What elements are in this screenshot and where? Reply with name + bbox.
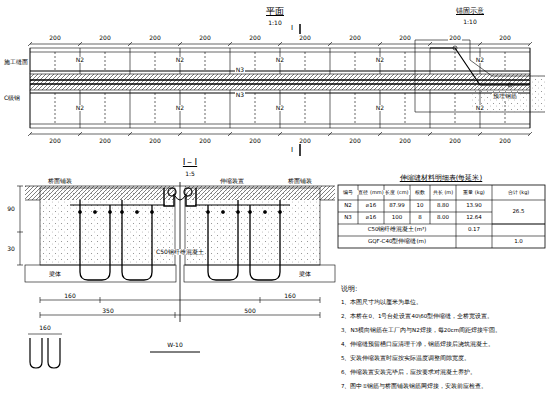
table-cell: 长度 (cm): [384, 190, 409, 195]
table-cell: 8.80: [436, 203, 450, 209]
table-cell: 26.5: [511, 209, 525, 215]
drawing-label: 200: [398, 138, 411, 144]
drawing-label: 2、本桥在0、1号台处设置40\60型伸缩缝，全桥宽设置。: [340, 314, 494, 320]
drawing-label: 200: [98, 35, 111, 41]
drawing-label: 梁体: [298, 271, 312, 277]
drawing-label: 160: [63, 293, 76, 299]
drawing-label: I: [290, 147, 294, 154]
drawing-label: 30: [6, 246, 16, 252]
drawing-label: 桥面铺装: [287, 178, 313, 184]
drawing-label: C级钢: [3, 95, 21, 101]
drawing-label: 梁体: [48, 271, 62, 277]
drawing-label: 200: [248, 138, 261, 144]
table-cell: GQF-C40型伸缩缝(m): [367, 239, 427, 245]
table-cell: 1.0: [513, 239, 524, 245]
table-cell: 直径 (mm): [357, 190, 384, 195]
section-view: [17, 182, 335, 322]
drawing-label: 200: [448, 35, 461, 41]
drawing-label: 桥面铺装: [47, 178, 73, 184]
drawing-label: 1:5: [184, 171, 196, 177]
drawing-label: N3: [235, 92, 245, 98]
rebar-detail: [28, 334, 200, 368]
drawing-label: 200: [198, 138, 211, 144]
table-cell: ⌀16: [365, 215, 377, 221]
table-cell: 100: [391, 215, 404, 221]
note-text: 6、伸缩装置安装完毕后，应按要求对混凝土养护。: [340, 370, 478, 376]
drawing-label: N2: [175, 57, 185, 63]
drawing-label: N2: [375, 57, 385, 63]
drawing-label: 200: [448, 138, 461, 144]
drawing-label: 200: [148, 35, 161, 41]
anchor-sketch: [415, 40, 545, 112]
drawing-label: 200: [348, 138, 361, 144]
note-text: 5、安装伸缩装置时应按实际温度调整间隙宽度。: [340, 356, 472, 362]
drawing-label: N2: [175, 105, 185, 111]
table-cell: 共长 (m): [432, 190, 454, 195]
table-cell: W-10: [166, 342, 184, 348]
table-cell: 8: [417, 215, 423, 221]
drawing-label: 平面: [265, 7, 285, 16]
drawing-label: N2: [475, 105, 485, 111]
drawing-label: 350: [101, 308, 114, 314]
drawing-label: 200: [298, 138, 311, 144]
drawing-label: 1:10: [267, 20, 282, 26]
table-cell: 10: [416, 203, 425, 209]
material-table: [338, 185, 545, 248]
drawing-label: N2: [75, 105, 85, 111]
drawing-label: 500: [243, 308, 256, 314]
table-cell: 编号: [342, 190, 354, 195]
table-cell: 合计 (kg): [507, 190, 531, 195]
table-cell: 重量 (kg): [462, 190, 486, 195]
drawing-label: N3: [235, 67, 245, 73]
note-text: 4、伸缩缝预留槽口应清理干净，钢筋焊接后浇筑混凝土。: [340, 342, 496, 348]
drawing-label: N2: [375, 105, 385, 111]
drawing-label: 预埋钢筋: [492, 93, 518, 99]
table-cell: 8.00: [436, 215, 450, 221]
drawing-label: 锚固示意: [455, 8, 485, 15]
drawing-label: 伸缩装置: [219, 178, 245, 184]
table-cell: 87.99: [388, 203, 406, 209]
drawing-label: 200: [348, 35, 361, 41]
table-cell: 12.64: [465, 215, 483, 221]
drawing-label: N2: [75, 57, 85, 63]
table-cell: ⌀16: [365, 203, 377, 209]
drawing-label: I: [290, 25, 294, 32]
note-text: 7、图中①钢筋与桥面铺装钢筋网焊接，安装前应检查。: [340, 384, 488, 390]
drawing-label: 160: [38, 325, 51, 331]
table-cell: 说明:: [340, 286, 358, 293]
table-cell: 伸缩缝材料明细表(每延米): [399, 175, 483, 182]
drawing-label: N2: [475, 57, 485, 63]
table-cell: 根数: [414, 190, 426, 195]
drawing-label: 1:10: [462, 19, 477, 25]
drawing-label: 200: [48, 138, 61, 144]
drawing-label: 200: [48, 35, 61, 41]
drawing-label: 200: [198, 35, 211, 41]
drawing-label: 160: [283, 293, 296, 299]
drawing-label: 200: [148, 138, 161, 144]
drawing-label: 200: [298, 35, 311, 41]
drawing-label: 90: [6, 206, 16, 212]
drawing-label: N2: [275, 57, 285, 63]
drawing-label: 200: [498, 138, 511, 144]
table-cell: N2: [343, 203, 353, 209]
table-cell: N3: [343, 215, 353, 221]
drawing-label: 200: [398, 35, 411, 41]
drawing-label: I－I: [182, 158, 198, 167]
drawing-label: 200: [498, 35, 511, 41]
table-cell: 13.90: [465, 203, 483, 209]
drawing-label: C50钢纤维混凝土: [155, 249, 205, 255]
plan-view: [28, 24, 532, 156]
drawing-label: N2: [275, 105, 285, 111]
note-text: 3、N3横向钢筋在工厂内与N2焊接，每20cm间距焊接牢固。: [340, 328, 502, 334]
table-cell: 0.17: [467, 227, 481, 233]
table-cell: C50钢纤维混凝土(m³): [367, 227, 428, 233]
drawing-label: 200: [98, 138, 111, 144]
drawing-label: 200: [248, 35, 261, 41]
drawing-label: 施工缝面: [3, 59, 29, 65]
table-cell: 1、本图尺寸均以厘米为单位。: [340, 300, 424, 306]
